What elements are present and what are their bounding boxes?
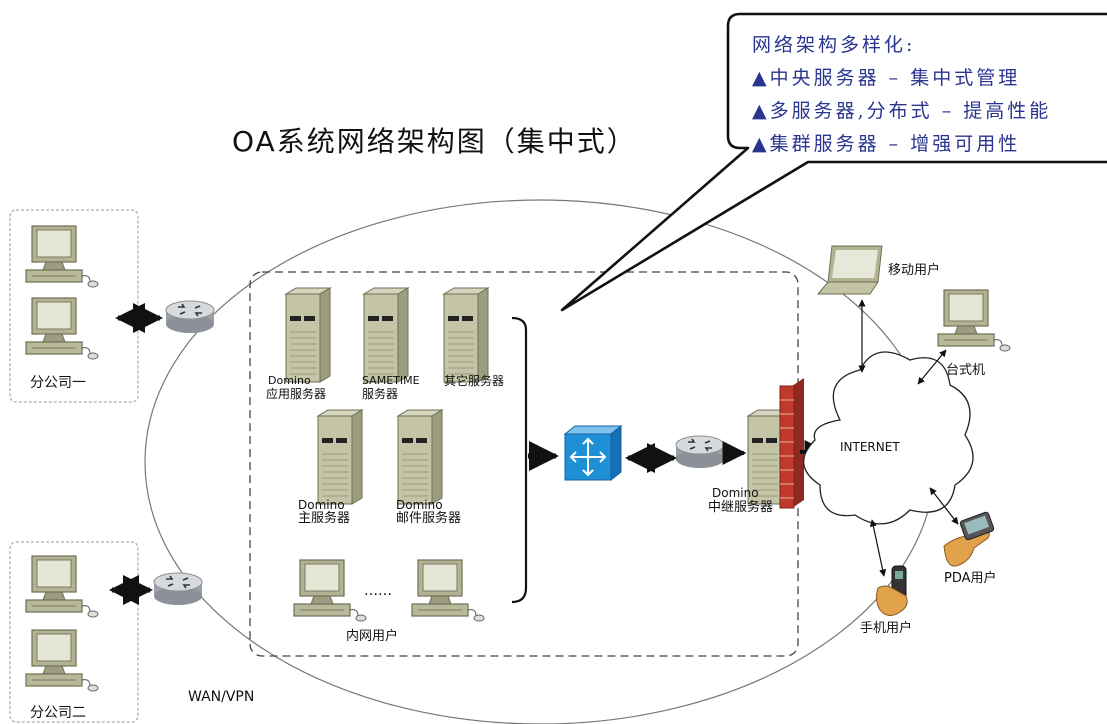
remote-desktop-computer bbox=[937, 289, 1011, 352]
core-router bbox=[675, 435, 725, 469]
branch1-router bbox=[165, 300, 215, 334]
branch2-label: 分公司二 bbox=[30, 705, 86, 721]
desktop-link bbox=[917, 349, 947, 385]
main-server-label-line2: 主服务器 bbox=[298, 511, 351, 526]
sametime-label-line2: 服务器 bbox=[362, 387, 399, 401]
other-server bbox=[443, 287, 489, 383]
callout-bubble bbox=[560, 12, 1107, 312]
firewall-icon bbox=[779, 378, 804, 509]
pda-icon bbox=[943, 511, 995, 567]
domino-main-server bbox=[317, 409, 363, 505]
mail-server-label-line1: Domino bbox=[396, 498, 443, 512]
callout-item-3: ▲集群服务器 – 增强可用性 bbox=[752, 133, 1021, 155]
intranet-computer-1 bbox=[293, 559, 367, 622]
mobile-user-label: 移动用户 bbox=[888, 263, 941, 278]
other-server-label: 其它服务器 bbox=[444, 374, 505, 388]
sametime-server bbox=[363, 287, 409, 383]
internet-cloud bbox=[803, 351, 974, 525]
domino-mail-server bbox=[397, 409, 443, 505]
sametime-label-line1: SAMETIME bbox=[362, 374, 420, 387]
server-bracket bbox=[511, 316, 528, 604]
callout-heading: 网络架构多样化: bbox=[752, 34, 916, 56]
relay-server-label-line1: Domino bbox=[712, 486, 759, 500]
internet-label: INTERNET bbox=[840, 440, 900, 454]
pda-user-label: PDA用户 bbox=[944, 571, 997, 586]
phone-user-label: 手机用户 bbox=[860, 621, 913, 636]
relay-server-label-line2: 中继服务器 bbox=[708, 500, 774, 515]
intranet-users-label: 内网用户 bbox=[346, 629, 399, 644]
wan-vpn-label: WAN/VPN bbox=[188, 689, 255, 705]
laptop-icon bbox=[816, 245, 883, 295]
app-server-label-line1: Domino bbox=[268, 374, 311, 387]
mobile-phone-icon bbox=[875, 565, 908, 616]
branch1-label: 分公司一 bbox=[30, 375, 86, 391]
callout-item-2: ▲多服务器,分布式 – 提高性能 bbox=[752, 100, 1052, 122]
phone-link bbox=[869, 519, 887, 577]
pda-link bbox=[929, 487, 959, 525]
branch2-router bbox=[153, 572, 203, 606]
domino-app-server bbox=[285, 287, 331, 383]
mail-server-label-line2: 邮件服务器 bbox=[396, 511, 462, 526]
callout-item-1: ▲中央服务器 – 集中式管理 bbox=[752, 67, 1021, 89]
desktop-label: 台式机 bbox=[946, 363, 986, 378]
main-server-label-line1: Domino bbox=[298, 498, 345, 512]
app-server-label-line2: 应用服务器 bbox=[266, 387, 327, 401]
diagram-title: OA系统网络架构图（集中式） bbox=[232, 125, 637, 158]
intranet-ellipsis: …… bbox=[364, 583, 392, 599]
core-switch-icon bbox=[563, 424, 623, 482]
intranet-computer-2 bbox=[411, 559, 485, 622]
